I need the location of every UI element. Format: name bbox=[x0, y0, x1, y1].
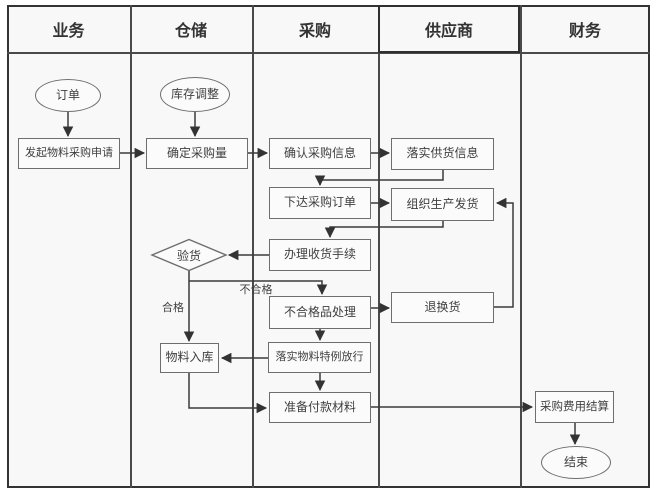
node-material-warehousing: 物料入库 bbox=[160, 343, 219, 373]
edge-label-pass: 合格 bbox=[162, 302, 184, 314]
lane-header-warehouse: 仓储 bbox=[174, 23, 207, 40]
lane-header-finance: 财务 bbox=[568, 23, 601, 40]
node-receipt-procedures: 办理收货手续 bbox=[269, 239, 371, 271]
lane-header-business: 业务 bbox=[52, 23, 85, 40]
node-determine-quantity: 确定采购量 bbox=[146, 138, 248, 169]
lane-header-supplier: 供应商 bbox=[378, 5, 520, 53]
node-confirm-info: 确认采购信息 bbox=[269, 138, 371, 169]
node-return-exchange: 退换货 bbox=[391, 292, 494, 323]
lane-divider-4 bbox=[520, 5, 522, 488]
node-expense-settlement: 采购费用结算 bbox=[535, 391, 614, 423]
node-implement-supply-info: 落实供货信息 bbox=[391, 138, 494, 170]
node-end: 结束 bbox=[541, 446, 611, 479]
lane-header-procurement: 采购 bbox=[298, 23, 331, 40]
node-prepare-payment: 准备付款材料 bbox=[269, 392, 371, 423]
edge-label-fail: 不合格 bbox=[239, 284, 273, 296]
node-special-release: 落实物料特例放行 bbox=[268, 342, 371, 373]
lane-divider-1 bbox=[130, 5, 132, 488]
lane-divider-3 bbox=[378, 5, 380, 488]
node-inspect-label: 验货 bbox=[176, 248, 201, 263]
node-organize-shipment: 组织生产发货 bbox=[391, 188, 494, 221]
node-initiate-request: 发起物料采购申请 bbox=[18, 138, 120, 169]
node-place-order: 下达采购订单 bbox=[269, 187, 371, 219]
node-nonconforming: 不合格品处理 bbox=[269, 296, 371, 329]
header-underline bbox=[7, 52, 650, 54]
node-inventory-adjust: 库存调整 bbox=[160, 77, 230, 112]
lane-divider-2 bbox=[252, 5, 254, 488]
node-order: 订单 bbox=[35, 79, 101, 112]
